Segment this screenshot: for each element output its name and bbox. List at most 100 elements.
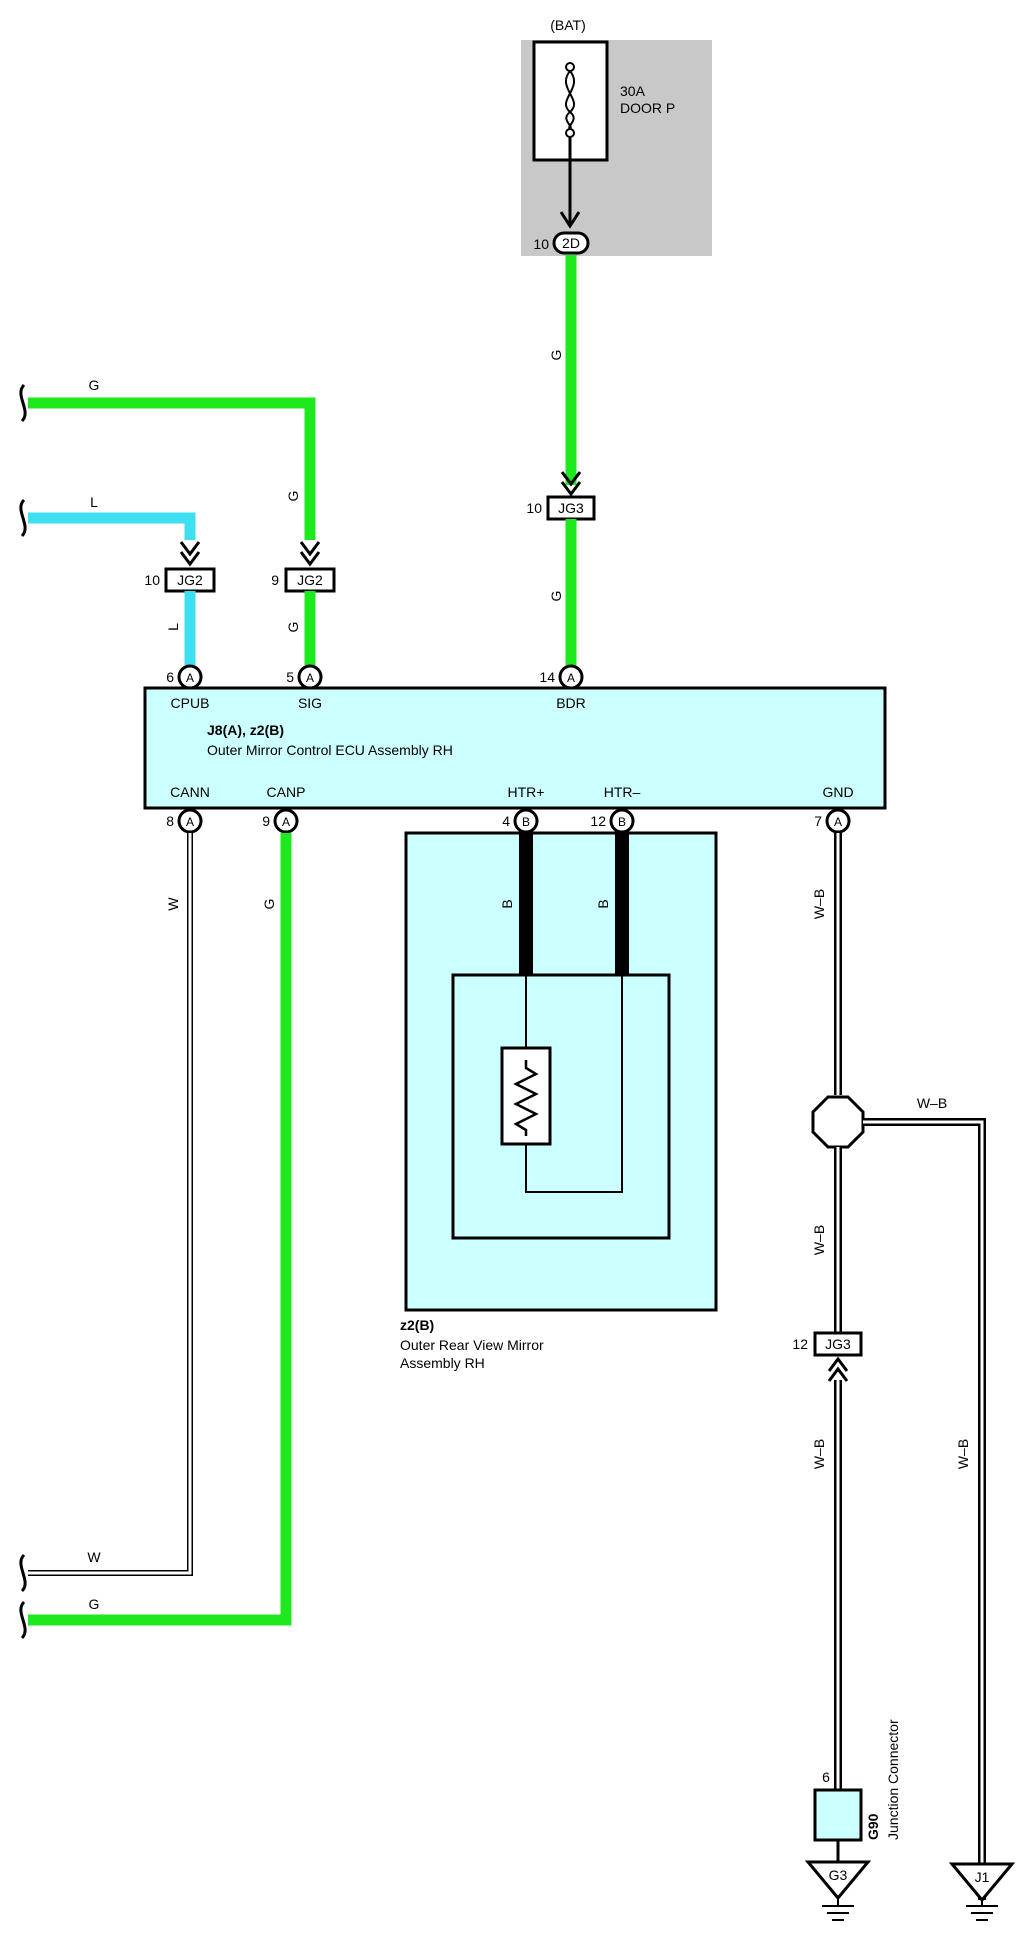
fuse-terminal-connector-label: 2D (562, 235, 580, 251)
canp-lead-wire-color: G (89, 1596, 100, 1612)
ecu-id: J8(A), z2(B) (207, 722, 284, 738)
sig-lead-wire (28, 397, 316, 540)
sig-lower-wire-color: G (285, 622, 301, 633)
pin-label: CPUB (171, 695, 210, 711)
gnd-branch-wire-color: W–B (917, 1095, 947, 1111)
ground-j1-label: J1 (975, 1869, 990, 1885)
fuse-lead-arrow-icon (559, 211, 581, 229)
pin-label: CANN (170, 784, 210, 800)
pin-connector-letter: A (567, 671, 575, 685)
pin-connector-letter: A (186, 671, 194, 685)
jg3-bdr-arrow-icon (560, 471, 582, 497)
cpub-circuit: L JG2 10 L (19, 494, 216, 665)
bdr-lower-wire-color: G (548, 591, 564, 602)
pin-terminal (297, 664, 323, 690)
sig-vertical-wire-color: G (285, 491, 301, 502)
gnd-circuit: W–B W–B W–B W–B JG3 12 W–B 6 G90 Junctio… (792, 833, 1016, 1921)
fuse-name: DOOR P (620, 100, 675, 116)
jg3-gnd-connector-pin: 12 (792, 1336, 808, 1352)
bdr-upper-wire-color: G (548, 350, 564, 361)
pin-terminal (177, 808, 203, 834)
fuse-icon (564, 62, 576, 138)
mirror-assembly-body (404, 831, 718, 1312)
gnd-mid-wire-color: W–B (811, 1225, 827, 1255)
heater-resistor-icon (513, 1060, 539, 1136)
pin-label: HTR– (604, 784, 641, 800)
cann-wire-outline (28, 833, 193, 1576)
ground-symbol-g3-icon (804, 1860, 872, 1921)
cpub-lead-break-icon (19, 498, 27, 538)
pin-number: 6 (166, 669, 174, 685)
htr-plus-wire-color: B (499, 899, 515, 908)
gnd-lower-wire-color: W–B (811, 1439, 827, 1469)
pin-number: 12 (590, 813, 606, 829)
pin-label: BDR (556, 695, 586, 711)
heater-internal-wiring (525, 975, 623, 1193)
bdr-circuit: G JG3 10 G (526, 255, 596, 665)
cann-lead-wire-color: W (87, 1549, 101, 1565)
htr-minus-wire-color: B (595, 899, 611, 908)
sig-lead-wire-color: G (89, 377, 100, 393)
jg3-gnd-connector-name: JG3 (825, 1336, 851, 1352)
pin-connector-letter: A (282, 815, 290, 829)
pin-terminal (825, 808, 851, 834)
mirror-name-line1: Outer Rear View Mirror (400, 1337, 544, 1353)
mirror-name-line2: Assembly RH (400, 1355, 485, 1371)
cpub-lead-wire-color: L (90, 494, 98, 510)
pin-terminal (177, 664, 203, 690)
fuse-rating: 30A (620, 83, 646, 99)
jg2-cpub-connector-name: JG2 (177, 572, 203, 588)
gnd-upper-wire-color: W–B (811, 889, 827, 919)
fuse-terminal-pin: 10 (533, 236, 549, 252)
pin-number: 4 (502, 813, 510, 829)
canp-circuit: G G (19, 833, 292, 1640)
ecu-name: Outer Mirror Control ECU Assembly RH (207, 742, 453, 758)
j1-wire (863, 1120, 984, 1900)
pin-label: GND (822, 784, 853, 800)
ground-symbol-j1-icon (948, 1862, 1016, 1921)
pin-number: 5 (286, 669, 294, 685)
mirror-assembly: B B z2(B) Outer Rear View Mirror Assembl… (400, 831, 718, 1371)
junction-connector-body (813, 1788, 863, 1842)
pin-number: 14 (539, 669, 555, 685)
cann-lead-break-icon (19, 1553, 27, 1593)
pin-number: 9 (262, 813, 270, 829)
pin-connector-letter: B (618, 815, 626, 829)
ground-g3-label: G3 (829, 1867, 848, 1883)
gnd-splice-point (811, 1095, 865, 1149)
canp-wire-color: G (261, 899, 277, 910)
cpub-lower-wire-color: L (165, 623, 181, 631)
mirror-heater-frame (451, 973, 671, 1240)
pin-connector-letter: A (306, 671, 314, 685)
jg2-sig-connector-name: JG2 (297, 572, 323, 588)
cann-wire (28, 833, 192, 1575)
jg3-bdr-connector-pin: 10 (526, 500, 542, 516)
junction-pin: 6 (822, 1769, 830, 1785)
jg2-cpub-arrow-icon (179, 541, 201, 567)
ecu-assembly: J8(A), z2(B) Outer Mirror Control ECU As… (143, 664, 887, 834)
j1-wire-color: W–B (955, 1439, 971, 1469)
jg2-sig-arrow-icon (299, 541, 321, 567)
pin-label: SIG (298, 695, 322, 711)
pin-connector-letter: B (522, 815, 530, 829)
mirror-id: z2(B) (400, 1317, 434, 1333)
fuse-terminal-connector (552, 231, 590, 255)
jg3-bdr-connector-name: JG3 (558, 500, 584, 516)
cann-wire-color: W (165, 897, 181, 911)
jg3-gnd-connector (813, 1331, 863, 1357)
pin-terminal (273, 808, 299, 834)
pin-number: 7 (814, 813, 822, 829)
cpub-lead-wire (28, 512, 196, 540)
fuse-block: (BAT) 30A DOOR P 2D 10 (521, 17, 712, 256)
canp-wire (28, 833, 292, 1626)
ecu-body (143, 686, 887, 810)
